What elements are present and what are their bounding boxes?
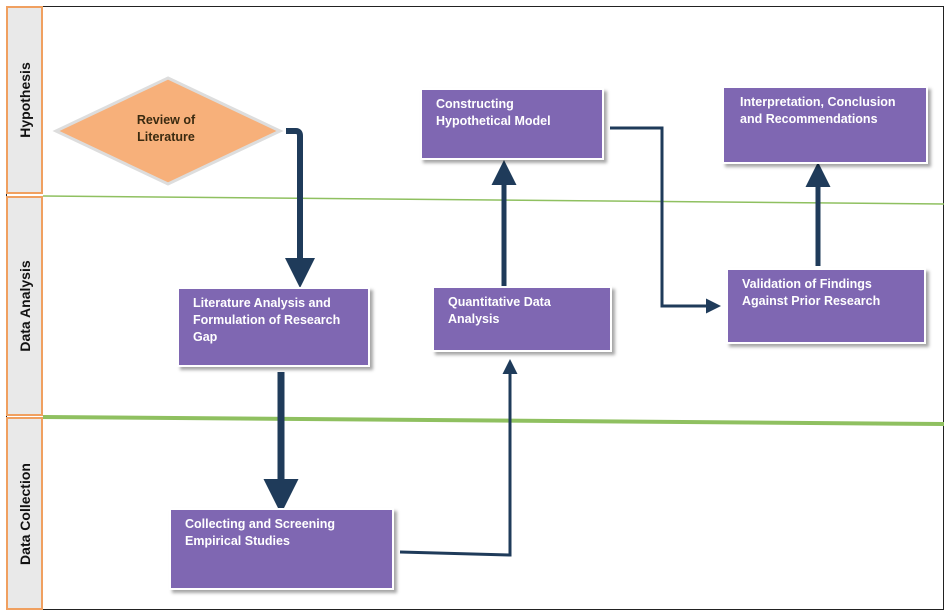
interpretation-label: Interpretation, Conclusion and Recommend… [740, 95, 896, 126]
review-literature-label: Review of Literature [136, 113, 196, 144]
validation-label: Validation of Findings Against Prior Res… [742, 277, 881, 308]
collecting-box: Collecting and Screening Empirical Studi… [169, 508, 394, 590]
constructing-model-label: Constructing Hypothetical Model [436, 97, 551, 128]
constructing-model-box: Constructing Hypothetical Model [420, 88, 604, 160]
interpretation-box: Interpretation, Conclusion and Recommend… [722, 86, 928, 164]
quantitative-analysis-box: Quantitative Data Analysis [432, 286, 612, 352]
lane-label-data-analysis: Data Analysis [6, 196, 43, 416]
lane-label-hypothesis: Hypothesis [6, 6, 43, 194]
literature-analysis-label: Literature Analysis and Formulation of R… [193, 296, 341, 344]
connector-collecting-to-quantitative [399, 359, 518, 557]
connector-model-to-validation [610, 126, 721, 314]
lane-divider-bottom [42, 415, 945, 426]
validation-box: Validation of Findings Against Prior Res… [726, 268, 926, 344]
lane-label-data-collection: Data Collection [6, 417, 43, 610]
connector-review-to-literature-analysis [285, 128, 315, 288]
literature-analysis-box: Literature Analysis and Formulation of R… [177, 287, 370, 367]
review-literature-diamond [52, 76, 284, 186]
collecting-label: Collecting and Screening Empirical Studi… [185, 517, 336, 548]
lane-divider-top [42, 195, 945, 205]
quantitative-analysis-label: Quantitative Data Analysis [448, 295, 551, 326]
